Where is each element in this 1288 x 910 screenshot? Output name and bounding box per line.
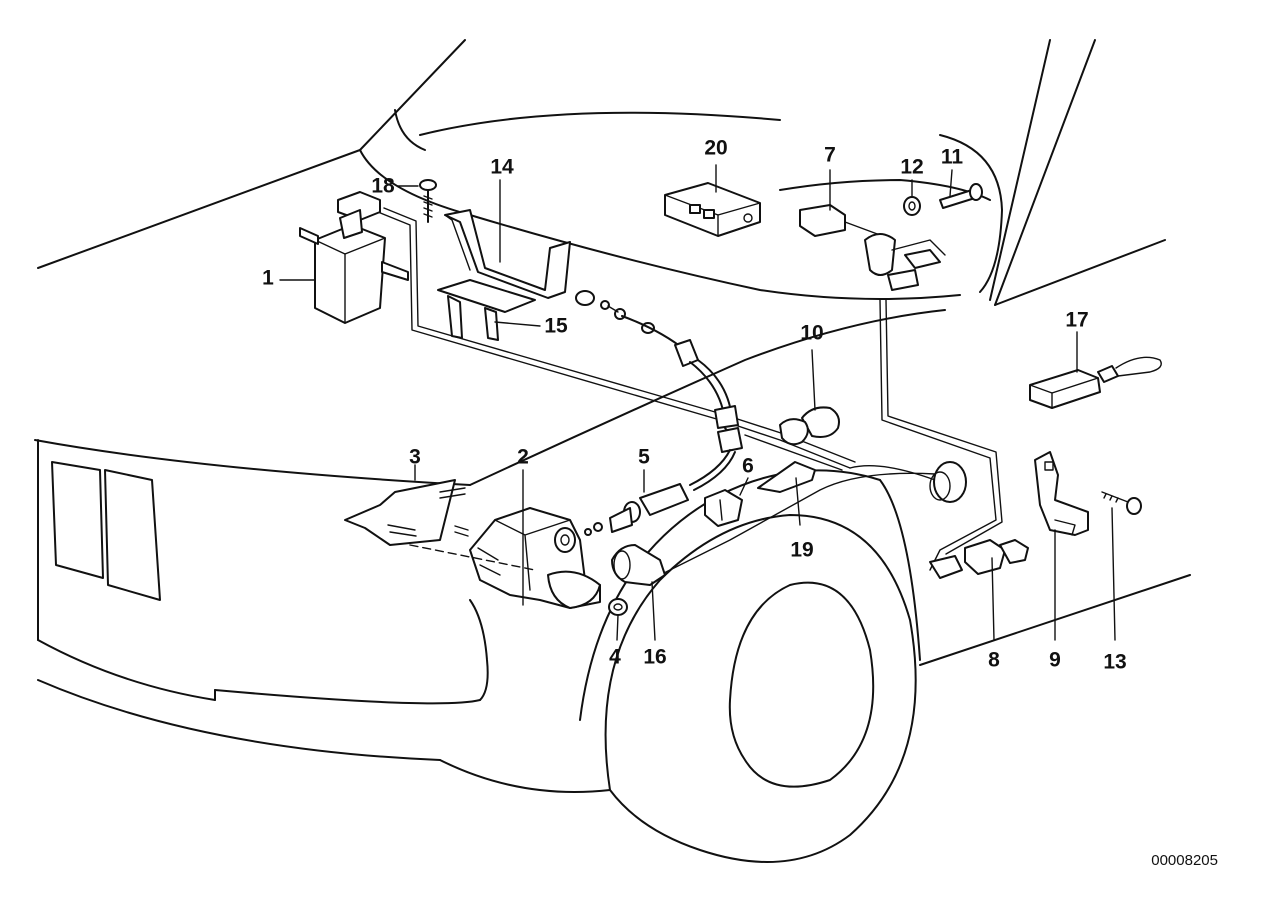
part-14-bracket: [444, 209, 571, 299]
part-5-cable: [575, 290, 743, 536]
part-12-washer: [903, 196, 921, 216]
callout-5: 5: [638, 446, 650, 469]
callout-4: 4: [609, 646, 621, 669]
part-11-bolt: [939, 183, 983, 209]
part-19-bracket: [757, 461, 816, 493]
callout-20: 20: [704, 137, 727, 160]
leader-lines: [279, 164, 1116, 641]
part-10-clamp: [779, 406, 840, 446]
callout-13: 13: [1103, 651, 1126, 674]
callout-2: 2: [517, 446, 529, 469]
callout-16: 16: [643, 646, 666, 669]
part-3-bracket: [344, 479, 469, 546]
diagram-reference-number: 00008205: [1151, 852, 1218, 869]
callout-10: 10: [800, 322, 823, 345]
part-9-bracket: [1034, 451, 1089, 536]
callout-9: 9: [1049, 649, 1061, 672]
callout-12: 12: [900, 156, 923, 179]
callout-labels: 1 2 3 4 5 6 7 8 9 10 11 12 13 14 15 16 1…: [262, 137, 1127, 674]
part-2-actuator: [469, 507, 601, 609]
part-18-screw: [419, 179, 437, 223]
car-body-outline: [34, 39, 1191, 863]
harness-grommet: [929, 461, 967, 503]
part-1-control-unit: [299, 191, 409, 324]
part-6-clip: [704, 489, 743, 527]
callout-11: 11: [941, 146, 964, 169]
callout-15: 15: [544, 315, 568, 338]
part-20-relay-block: [664, 182, 761, 237]
part-16-boot: [611, 544, 666, 586]
callout-19: 19: [790, 539, 813, 562]
callout-1: 1: [262, 267, 274, 290]
part-15-clip: [437, 279, 536, 341]
part-8-connector: [929, 539, 1029, 579]
part-7-sensor-connector: [799, 204, 946, 291]
wire-harness: [377, 207, 1003, 576]
callout-6: 6: [742, 455, 754, 478]
callout-14: 14: [490, 156, 514, 179]
callout-8: 8: [988, 649, 1000, 672]
part-13-screw: [1101, 491, 1142, 515]
callout-3: 3: [409, 446, 421, 469]
part-17-connector: [1029, 356, 1162, 409]
part-4-nut: [608, 598, 628, 616]
callout-17: 17: [1065, 309, 1088, 332]
callout-18: 18: [371, 175, 395, 198]
callout-7: 7: [824, 144, 836, 167]
